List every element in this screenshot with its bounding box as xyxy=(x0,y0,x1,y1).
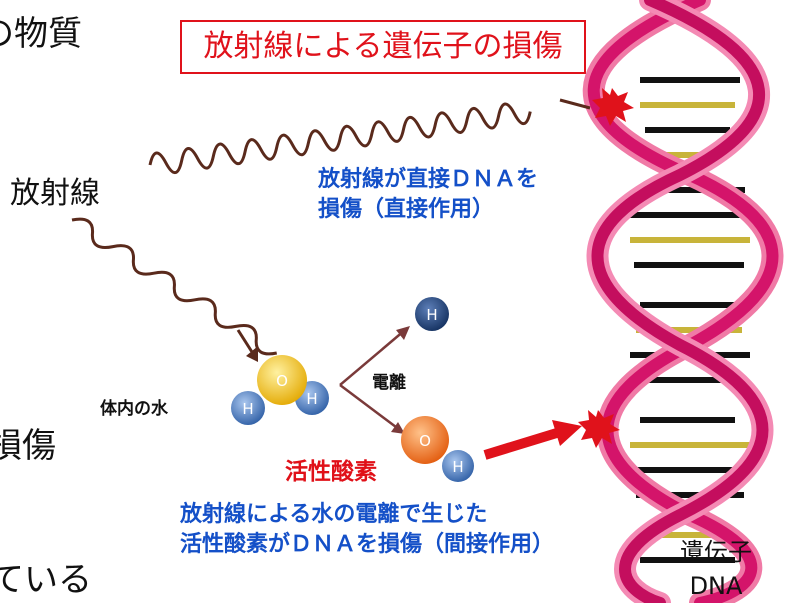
dna-damage-burst-top xyxy=(592,88,634,126)
radiation-wave-direct xyxy=(148,102,532,175)
free-hydrogen-label: H xyxy=(426,306,437,324)
ionization-label: 電離 xyxy=(372,373,406,393)
water-label: 体内の水 xyxy=(100,399,168,419)
gene-label-line-1: 遺伝子 xyxy=(680,538,752,566)
indirect-effect-line-2: 活性酸素がＤＮＡを損傷（間接作用） xyxy=(180,532,555,557)
reactive-oxygen-atom xyxy=(401,416,449,464)
reactive-oxygen-label: O xyxy=(419,432,431,450)
water-hydrogen-left-label: H xyxy=(242,400,253,418)
reactive-hydrogen-atom xyxy=(442,450,474,482)
direct-effect-line-1: 放射線が直接ＤＮＡを xyxy=(318,167,539,192)
free-hydrogen-atom xyxy=(415,297,449,331)
water-hydrogen-left-atom xyxy=(231,391,265,425)
dna-damage-burst-bottom xyxy=(578,410,620,448)
water-oxygen-label: O xyxy=(276,372,288,390)
radiation-wave-direct-tip xyxy=(559,98,591,110)
reactive-oxygen-arrowhead xyxy=(552,420,582,446)
left-fragment-middle: 損傷 xyxy=(0,426,56,466)
direct-effect-text: 放射線が直接ＤＮＡを 損傷（直接作用） xyxy=(318,165,538,225)
reactive-oxygen-arrow xyxy=(483,427,562,460)
water-molecule xyxy=(231,355,329,425)
radiation-wave-indirect-tip xyxy=(236,329,254,353)
radiation-arrowhead xyxy=(246,346,258,362)
indirect-effect-line-1: 放射線による水の電離で生じた xyxy=(180,502,488,527)
ionization-arrowhead-down xyxy=(391,422,405,434)
reactive-hydrogen-label: H xyxy=(452,458,463,476)
diagram-title: 放射線による遺伝子の損傷 xyxy=(180,20,586,74)
direct-effect-line-2: 損傷（直接作用） xyxy=(318,197,495,222)
gene-label: 遺伝子 DNA xyxy=(670,535,762,603)
ionization-arrow-up xyxy=(339,329,406,386)
ionization-arrowhead-up xyxy=(396,326,410,340)
left-fragment-bottom: ている xyxy=(0,560,92,600)
gene-label-line-2: DNA xyxy=(689,572,743,600)
reactive-oxygen-molecule xyxy=(401,416,474,482)
water-hydrogen-right-label: H xyxy=(306,390,317,408)
radiation-wave-indirect xyxy=(71,217,278,356)
water-oxygen-atom xyxy=(257,355,307,405)
radiation-label: 放射線 xyxy=(10,176,100,211)
reactive-oxygen-label: 活性酸素 xyxy=(285,459,377,485)
left-fragment-top: の物質 xyxy=(0,14,82,54)
indirect-effect-text: 放射線による水の電離で生じた 活性酸素がＤＮＡを損傷（間接作用） xyxy=(180,500,554,560)
ionization-arrow-down xyxy=(339,384,401,431)
dna-double-helix xyxy=(582,0,784,603)
